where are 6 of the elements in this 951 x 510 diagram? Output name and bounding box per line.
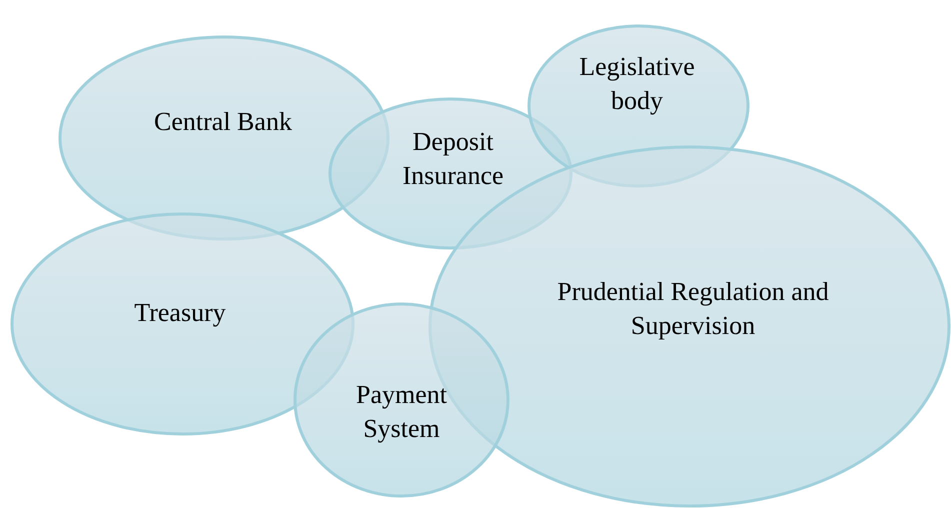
node-label: Central Bank	[153, 106, 293, 138]
node-label: Legislative body	[578, 51, 696, 117]
node-label: Deposit Insurance	[401, 126, 505, 192]
node-label: Prudential Regulation and Supervision	[556, 276, 830, 342]
node-label: Treasury	[133, 297, 227, 329]
node-label: Payment System	[355, 379, 448, 445]
